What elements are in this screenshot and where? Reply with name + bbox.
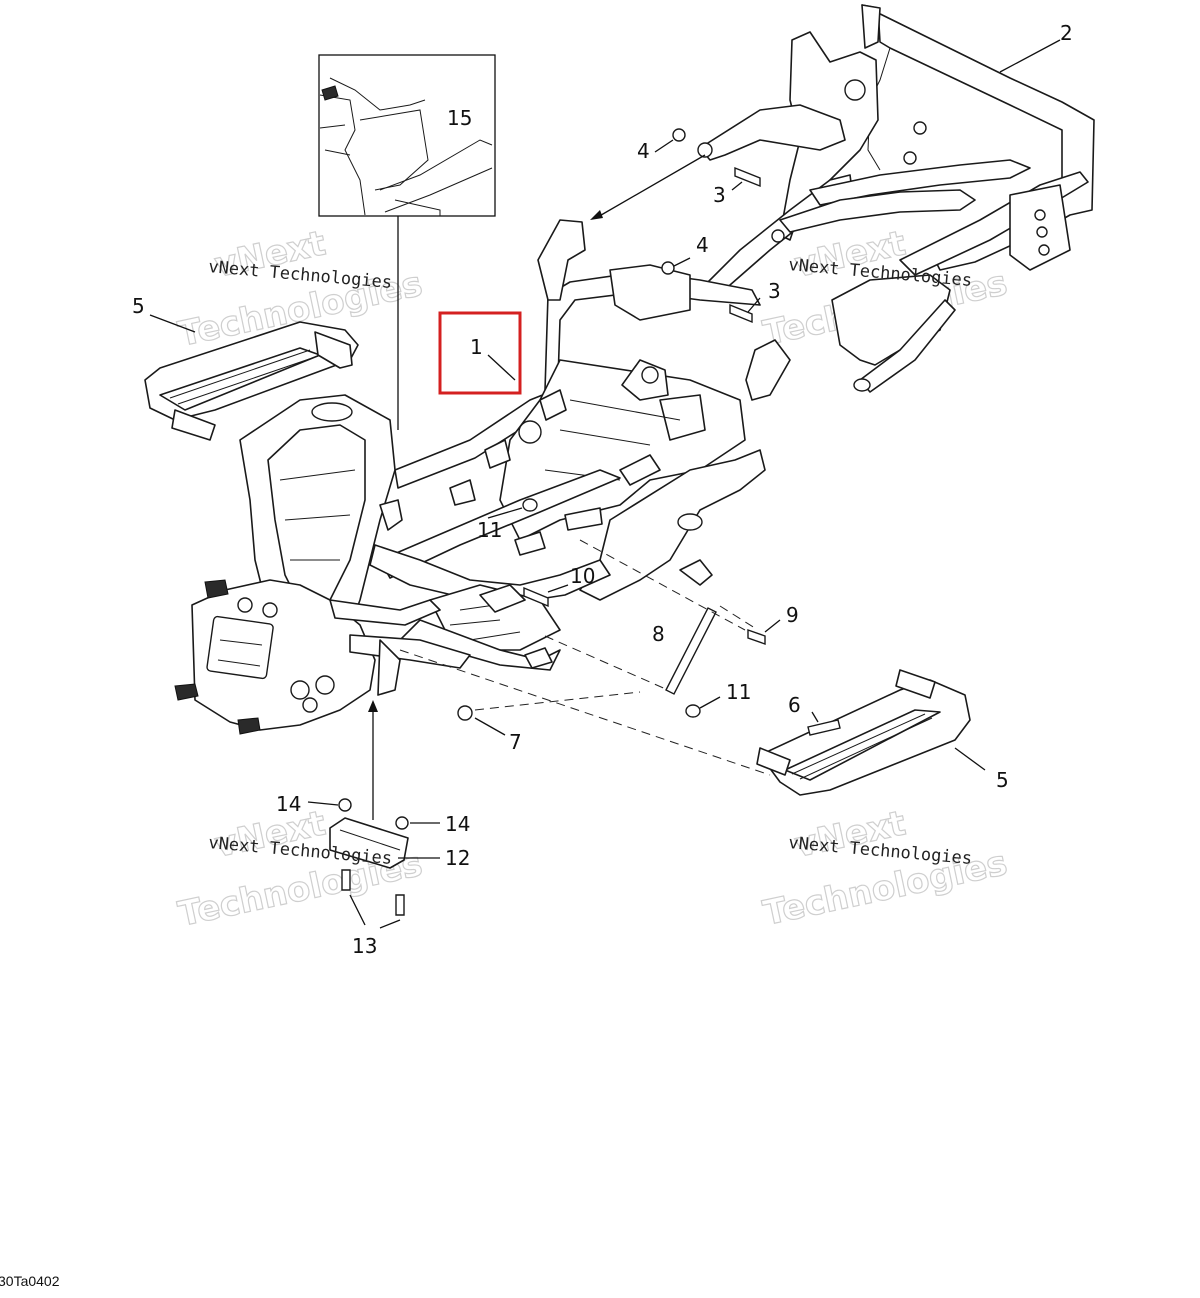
highlight-box-part-1 — [438, 311, 522, 395]
callout-5: 5 — [996, 768, 1009, 792]
callout-3: 3 — [768, 279, 781, 303]
bolt-10 — [523, 586, 549, 608]
callout-15: 15 — [447, 106, 472, 130]
rear-frame — [695, 4, 1095, 393]
plate-12 — [329, 817, 409, 869]
callout-14: 14 — [276, 792, 301, 816]
callout-14: 14 — [445, 812, 470, 836]
bolt-3b — [729, 303, 753, 324]
callouts: 2 4 3 4 3 5 1 15 11 10 9 8 11 6 7 5 14 1… — [132, 21, 1073, 958]
callout-1: 1 — [470, 335, 483, 359]
callout-3: 3 — [713, 183, 726, 207]
drawing-code: 30Ta0402 — [0, 1273, 60, 1289]
rod-8 — [665, 607, 717, 695]
callout-2: 2 — [1060, 21, 1073, 45]
main-frame — [174, 219, 791, 735]
callout-4: 4 — [696, 233, 709, 257]
callout-11: 11 — [726, 680, 751, 704]
nut-4a — [672, 128, 686, 142]
callout-12: 12 — [445, 846, 470, 870]
callout-8: 8 — [652, 622, 665, 646]
callout-7: 7 — [509, 730, 522, 754]
assembly-lines — [399, 539, 771, 776]
small-parts — [329, 128, 841, 916]
callout-4: 4 — [637, 139, 650, 163]
callout-13: 13 — [352, 934, 377, 958]
leader-lines — [149, 39, 1061, 929]
callout-9: 9 — [786, 603, 799, 627]
callout-11: 11 — [477, 518, 502, 542]
footrest-right — [756, 669, 971, 796]
nut-4b — [661, 261, 675, 275]
detail-inset — [318, 54, 496, 217]
bolt-3a — [734, 166, 761, 188]
callout-5: 5 — [132, 294, 145, 318]
callout-10: 10 — [570, 564, 595, 588]
callout-6: 6 — [788, 693, 801, 717]
footrest-left — [144, 321, 359, 441]
